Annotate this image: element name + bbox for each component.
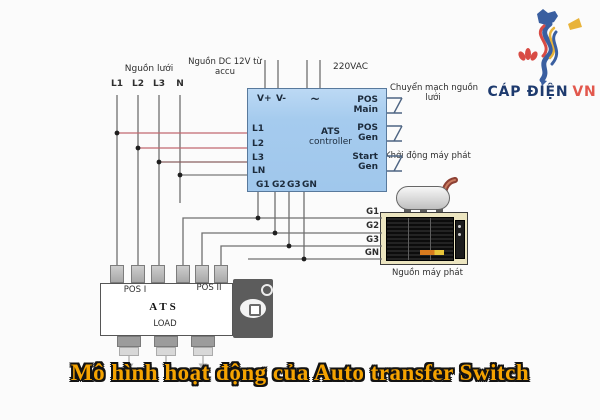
terminal-gn: GN [302, 180, 317, 190]
terminal-ln: LN [252, 166, 266, 176]
brand-logo-icon [518, 9, 582, 86]
gen-line-g1: G1 [366, 207, 379, 217]
load-label: LOAD [153, 319, 177, 329]
brand-name-main: CÁP ĐIỆN [487, 84, 569, 100]
tank-foot [404, 209, 411, 214]
pos2-terminal-3 [214, 265, 228, 283]
terminal-g2: G2 [272, 180, 286, 190]
caption-title: Mô hình hoạt động của Auto transfer Swit… [70, 360, 530, 385]
gen-line-g2: G2 [366, 221, 379, 231]
gen-line-g3: G3 [366, 235, 379, 245]
pos1-terminal-3 [151, 265, 165, 283]
terminal-g1: G1 [256, 180, 270, 190]
gen-line-gn: GN [364, 248, 379, 258]
motor-actuator [233, 279, 273, 338]
motor-indicator-icon [261, 284, 273, 296]
terminal-g3: G3 [287, 180, 301, 190]
brand-name-suffix: VN [572, 84, 597, 100]
terminal-l1: L1 [252, 124, 264, 134]
generator-frame [380, 212, 468, 265]
load-lug-2 [156, 347, 176, 356]
load-terminal-1 [117, 336, 141, 347]
grid-source-label: Nguồn lưới [124, 64, 174, 74]
motor-shaft-icon [249, 304, 261, 316]
fuel-tank-icon [396, 186, 450, 210]
pos1-terminal-1 [110, 265, 124, 283]
terminal-l2: L2 [252, 139, 264, 149]
output-pos-main: POS Main [353, 95, 378, 115]
load-terminal-3 [191, 336, 215, 347]
load-terminal-2 [154, 336, 178, 347]
pos1-terminal-2 [131, 265, 145, 283]
grid-wires [116, 95, 181, 265]
terminal-l3: L3 [252, 153, 264, 163]
generator-grill-icon [386, 217, 454, 261]
annotation-pos-main: Chuyển mạch nguồn lưới [390, 83, 479, 103]
dc-ac-wires [264, 60, 321, 88]
pos1-label: POS I [123, 285, 147, 295]
transfer-switch-box [100, 283, 233, 336]
grid-line-l2: L2 [132, 79, 144, 89]
pos2-terminal-1 [176, 265, 190, 283]
output-start-gen: Start Gen [352, 152, 378, 172]
generator-label-strip [420, 250, 444, 255]
tank-foot [436, 209, 443, 214]
pos2-label: POS II [196, 283, 222, 293]
tank-foot [420, 209, 427, 214]
controller-title: ATS controller [309, 127, 352, 147]
terminal-vminus: V- [276, 94, 287, 104]
ac-source-label: 220VAC [333, 62, 369, 72]
terminal-ac: ~ [310, 92, 321, 106]
terminal-vplus: V+ [257, 94, 272, 104]
ats-controller-box: V+ V- ~ L1 L2 L3 LN ATS controller G1 G2… [247, 88, 387, 192]
load-lug-3 [193, 347, 213, 356]
lotus-icon [518, 48, 538, 61]
output-pos-gen: POS Gen [357, 123, 378, 143]
controller-input-wires [117, 132, 247, 176]
motor-oval [240, 299, 266, 318]
annotation-generator: Nguồn máy phát [392, 268, 463, 278]
generator-control-panel [455, 220, 465, 259]
dc-source-label: Nguồn DC 12V từ accu [188, 57, 262, 77]
annotation-start-gen: Khởi động máy phát [385, 151, 471, 161]
grid-line-l3: L3 [153, 79, 165, 89]
grid-line-n: N [176, 79, 184, 89]
pos2-terminal-2 [195, 265, 209, 283]
grid-line-l1: L1 [111, 79, 123, 89]
ats-label: ATS [149, 301, 179, 313]
load-lug-1 [119, 347, 139, 356]
